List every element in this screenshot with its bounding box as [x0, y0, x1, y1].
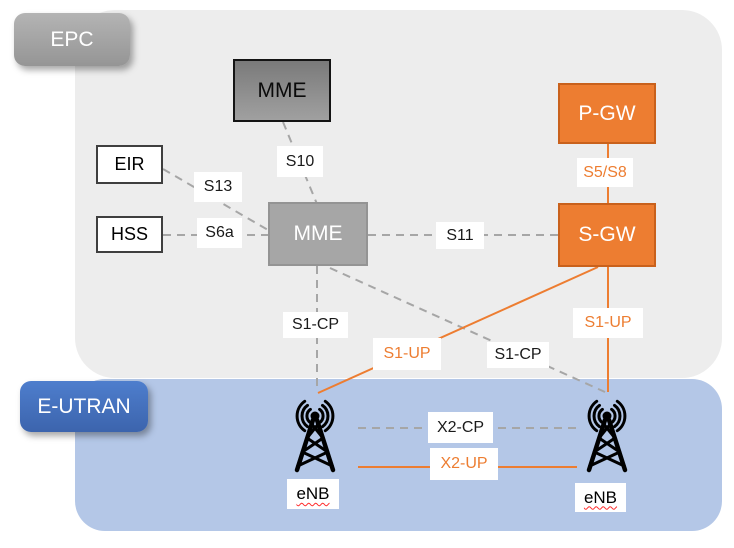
- node-enb-right-label: eNB: [583, 487, 618, 507]
- interface-label-s5s8: S5/S8: [577, 158, 633, 187]
- s6a-text: S6a: [205, 224, 234, 241]
- interface-label-s6a: S6a: [197, 218, 242, 248]
- interface-label-s1up-left: S1-UP: [373, 338, 441, 370]
- eutran-zone-label: E-UTRAN: [37, 394, 131, 418]
- node-sgw-label: S-GW: [578, 223, 636, 246]
- node-mme: MME: [268, 202, 368, 266]
- s5s8-text: S5/S8: [583, 163, 627, 181]
- s11-text: S11: [446, 226, 474, 244]
- epc-zone-label: EPC: [50, 27, 94, 51]
- epc-zone-badge: EPC: [14, 13, 130, 66]
- x2cp-text: X2-CP: [436, 418, 485, 436]
- node-pgw: P-GW: [558, 83, 656, 144]
- interface-label-s13: S13: [194, 172, 242, 202]
- interface-label-s1up-right: S1-UP: [573, 308, 643, 338]
- s13-text: S13: [203, 178, 233, 195]
- interface-label-s1cp-left: S1-CP: [283, 312, 348, 338]
- s10-text: S10: [285, 152, 315, 170]
- interface-label-x2up: X2-UP: [430, 448, 498, 480]
- node-enb-left-label: eNB: [296, 484, 330, 503]
- cell-tower-icon: [586, 399, 628, 473]
- eutran-zone-badge: E-UTRAN: [20, 381, 148, 432]
- node-eir-label: EIR: [114, 154, 145, 174]
- node-enb-right: eNB: [575, 483, 626, 512]
- s1cp-left-text: S1-CP: [291, 316, 340, 333]
- node-sgw: S-GW: [558, 203, 656, 267]
- s1cp-right-text: S1-CP: [494, 346, 542, 363]
- s1up-left-text: S1-UP: [383, 345, 431, 362]
- cell-tower-icon: [294, 399, 336, 473]
- s1up-right-text: S1-UP: [584, 314, 632, 331]
- node-mme-top: MME: [233, 59, 331, 122]
- interface-label-s11: S11: [436, 222, 484, 249]
- node-eir: EIR: [96, 145, 163, 184]
- interface-label-s10: S10: [277, 146, 323, 177]
- node-pgw-label: P-GW: [578, 101, 636, 125]
- node-hss-label: HSS: [110, 224, 148, 244]
- node-mme-label: MME: [293, 222, 343, 245]
- node-hss: HSS: [96, 216, 163, 253]
- node-enb-left: eNB: [287, 479, 339, 509]
- node-mme-top-label: MME: [257, 78, 307, 102]
- interface-label-s1cp-right: S1-CP: [487, 342, 549, 368]
- interface-label-x2cp: X2-CP: [428, 412, 493, 443]
- x2up-text: X2-UP: [440, 455, 488, 472]
